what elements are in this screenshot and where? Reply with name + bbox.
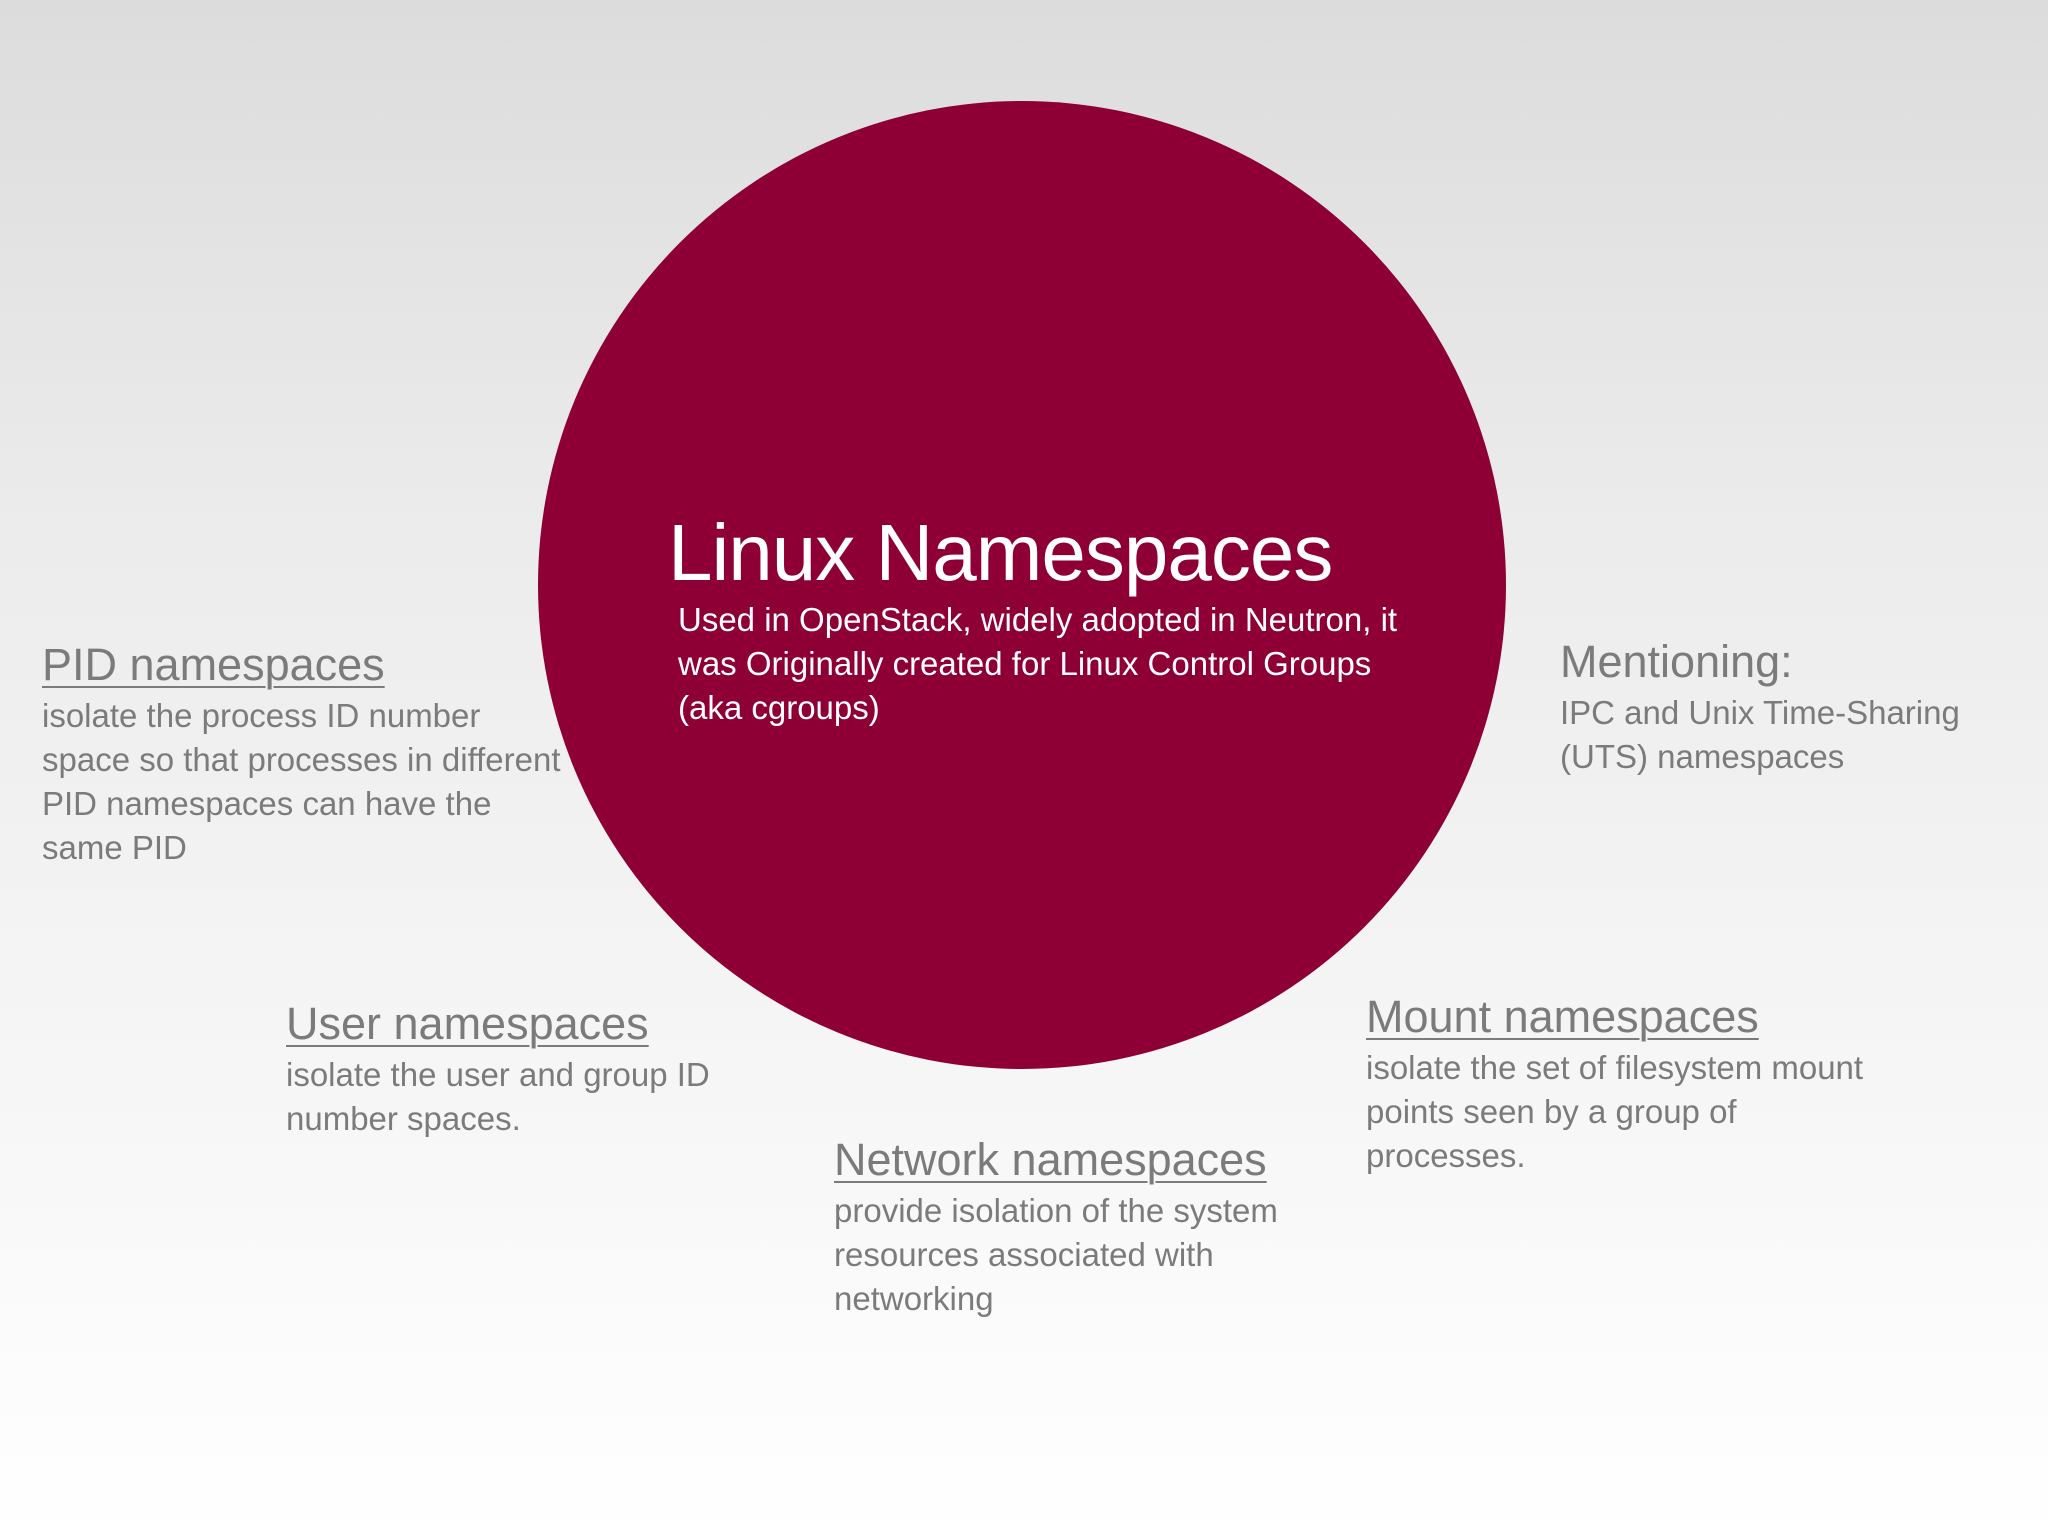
user-namespaces-description: isolate the user and group ID number spa…: [286, 1056, 710, 1137]
mentioning-description: IPC and Unix Time-Sharing (UTS) namespac…: [1560, 694, 1960, 775]
mentioning-block: Mentioning: IPC and Unix Time-Sharing (U…: [1560, 633, 2020, 779]
center-title: Linux Namespaces: [668, 508, 1333, 597]
pid-namespaces-description: isolate the process ID number space so t…: [42, 697, 561, 866]
pid-namespaces-block: PID namespaces isolate the process ID nu…: [42, 636, 562, 870]
pid-namespaces-title: PID namespaces: [42, 639, 385, 690]
mount-namespaces-title: Mount namespaces: [1366, 991, 1759, 1042]
network-namespaces-block: Network namespaces provide isolation of …: [834, 1131, 1304, 1321]
network-namespaces-description: provide isolation of the system resource…: [834, 1192, 1278, 1317]
user-namespaces-title: User namespaces: [286, 998, 649, 1049]
network-namespaces-title: Network namespaces: [834, 1134, 1267, 1185]
mentioning-title: Mentioning:: [1560, 636, 1793, 687]
user-namespaces-block: User namespaces isolate the user and gro…: [286, 995, 806, 1141]
center-description: Used in OpenStack, widely adopted in Neu…: [678, 601, 1398, 726]
center-circle: [538, 101, 1506, 1069]
mount-namespaces-description: isolate the set of filesystem mount poin…: [1366, 1049, 1864, 1174]
mount-namespaces-block: Mount namespaces isolate the set of file…: [1366, 988, 1866, 1178]
